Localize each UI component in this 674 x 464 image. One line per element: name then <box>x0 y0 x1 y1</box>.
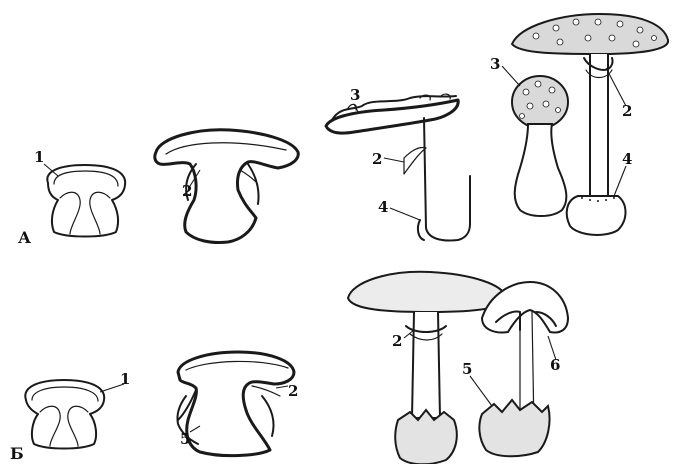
label-b-stage2-5: 5 <box>180 432 190 447</box>
label-b-stage3-5: 5 <box>462 362 472 377</box>
row-label-a: А <box>18 230 31 246</box>
a-stage1-primordium <box>47 165 125 237</box>
a-stage4-young-mushroom <box>512 76 568 216</box>
label-a-stage3-4: 4 <box>378 200 388 215</box>
label-a-stage4-4: 4 <box>622 152 632 167</box>
row-label-b: Б <box>10 446 24 462</box>
label-a-stage1-1: 1 <box>34 150 44 165</box>
b-stage2-button <box>177 352 294 456</box>
label-b-stage3-6: 6 <box>550 358 560 373</box>
label-a-stage2-2: 2 <box>182 184 192 199</box>
label-a-stage4-2: 2 <box>622 104 632 119</box>
label-b-stage2-2: 2 <box>288 384 298 399</box>
label-a-stage3-3: 3 <box>350 88 360 103</box>
label-a-stage4-3: 3 <box>490 57 500 72</box>
label-b-stage3-2: 2 <box>392 334 402 349</box>
label-a-stage3-2: 2 <box>372 152 382 167</box>
label-b-stage1-1: 1 <box>120 372 130 387</box>
a-stage2-button <box>155 130 298 243</box>
b-stage1-primordium <box>25 380 104 449</box>
a-stage3-section <box>326 94 470 240</box>
